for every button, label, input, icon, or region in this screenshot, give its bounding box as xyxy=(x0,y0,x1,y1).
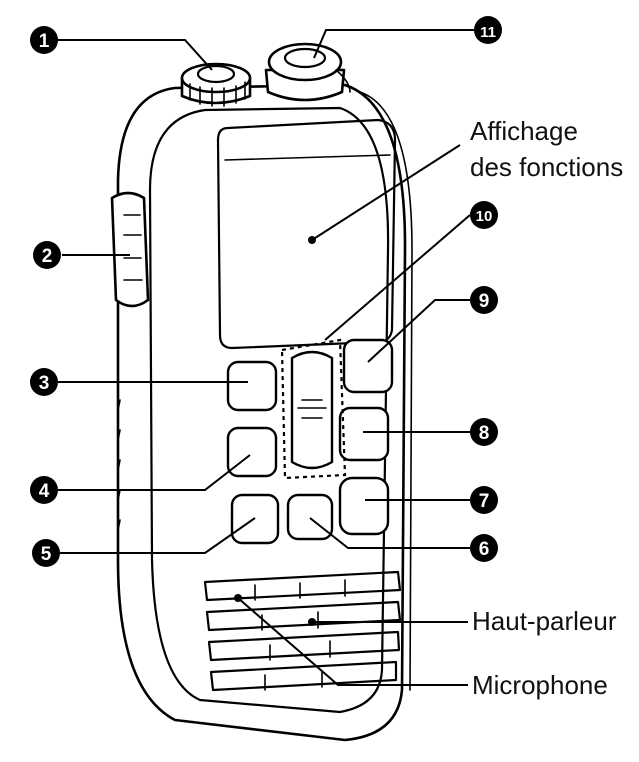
callout-4: 4 xyxy=(30,476,58,504)
speaker-label: Haut-parleur xyxy=(472,606,617,636)
display-label-line2: des fonctions xyxy=(470,152,623,182)
button-7 xyxy=(338,476,390,536)
callout-1: 1 xyxy=(30,26,58,54)
antenna xyxy=(264,42,351,102)
button-3 xyxy=(226,360,278,412)
callout-3: 3 xyxy=(30,368,58,396)
svg-text:6: 6 xyxy=(479,539,490,560)
svg-text:1: 1 xyxy=(39,31,50,52)
display-label-line1: Affichage xyxy=(470,116,578,146)
svg-text:2: 2 xyxy=(42,246,53,267)
speaker-grille xyxy=(203,570,402,692)
svg-text:10: 10 xyxy=(476,208,493,225)
svg-text:4: 4 xyxy=(39,481,50,502)
svg-text:9: 9 xyxy=(479,291,490,312)
key-pad xyxy=(226,338,394,545)
callout-10: 10 xyxy=(470,201,498,229)
button-8 xyxy=(338,406,390,462)
callouts: 1 11 2 3 4 5 6 7 8 9 10 xyxy=(30,16,502,567)
labels: Affichage des fonctions Haut-parleur Mic… xyxy=(470,116,623,700)
callout-7: 7 xyxy=(470,486,498,514)
svg-text:8: 8 xyxy=(479,423,490,444)
callout-5: 5 xyxy=(32,539,60,567)
volume-knob xyxy=(180,62,252,107)
callout-9: 9 xyxy=(470,286,498,314)
button-6 xyxy=(286,493,334,541)
ptt-switch xyxy=(110,191,150,308)
microphone-label: Microphone xyxy=(472,670,608,700)
svg-text:3: 3 xyxy=(39,373,50,394)
callout-8: 8 xyxy=(470,418,498,446)
svg-text:5: 5 xyxy=(41,544,52,565)
svg-text:7: 7 xyxy=(479,491,490,512)
callout-2: 2 xyxy=(33,241,61,269)
button-4 xyxy=(226,426,278,478)
callout-11: 11 xyxy=(474,16,502,44)
button-9 xyxy=(342,338,394,394)
callout-6: 6 xyxy=(470,534,498,562)
leader-lines xyxy=(55,29,476,686)
svg-text:11: 11 xyxy=(480,24,496,41)
up-down-key xyxy=(290,350,334,470)
